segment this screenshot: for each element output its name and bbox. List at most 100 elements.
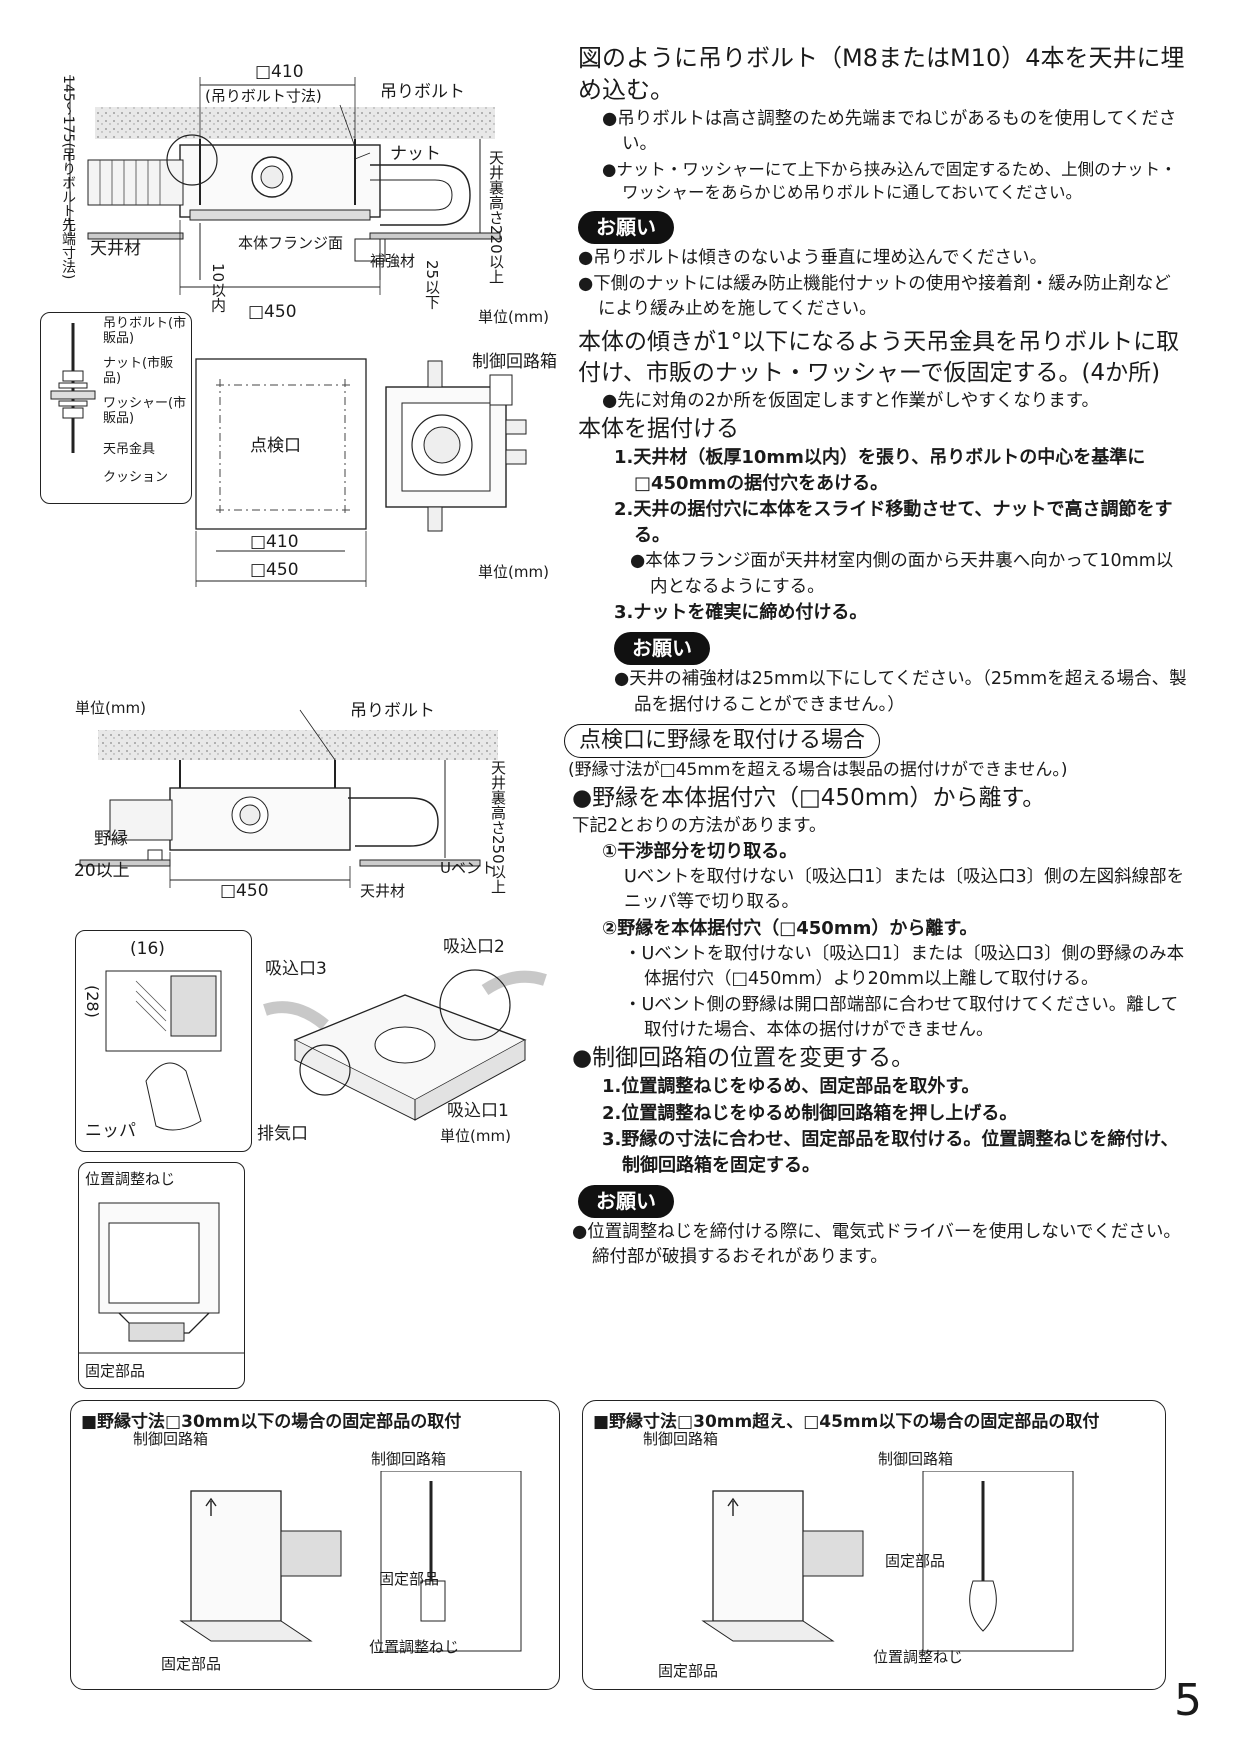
method-note: 下記2とおりの方法があります。 (572, 815, 827, 836)
inlet3-label: 吸込口3 (265, 959, 327, 979)
bolt-label-frame: 吊りボルト (350, 701, 435, 721)
unit-iso: 単位(mm) (440, 1127, 511, 1145)
box-left-fixing2: 固定部品 (379, 1570, 440, 1588)
figure-bolt-section: □410 (吊りボルト寸法) 吊りボルト ナット 天井裏高さ220以上 145～… (40, 55, 560, 335)
change-step-3: 3.野縁の寸法に合わせ、固定部品を取付ける。位置調整ねじを締付け、制御回路箱を固… (602, 1128, 1179, 1176)
unit-label: 単位(mm) (478, 308, 549, 326)
onegai-4: ●位置調整ねじを締付ける際に、電気式ドライバーを使用しないでください。締付部が破… (572, 1221, 1181, 1268)
plan-view-drawing (195, 358, 527, 587)
step-heading-2: 本体の傾きが1°以下になるよう天吊金具を吊りボルトに取付け、市販のナット・ワッシ… (578, 328, 1180, 386)
onegai-3: ●天井の補強材は25mm以下にしてください。（25mmを超える場合、製品を据付け… (614, 669, 1187, 715)
unit-plan: 単位(mm) (478, 563, 549, 581)
ceiling-label-frame: 天井材 (360, 882, 406, 900)
flange-label: 本体フランジ面 (238, 234, 344, 252)
detail-cushion-label: クッション (103, 470, 169, 485)
step-heading-1: 図のように吊りボルト（M8またはM10）4本を天井に埋め込む。 (578, 44, 1185, 105)
bolt-dim-label: (吊りボルト寸法) (205, 87, 322, 105)
step-heading-4: ●野縁を本体据付穴（□450mm）から離す。 (572, 784, 1046, 811)
vertical-dim-label: 145～175(吊りボルト先端寸法) (60, 75, 76, 280)
box-left-title: ■野縁寸法□30mm以下の場合の固定部品の取付 (81, 1412, 462, 1432)
bullet-1: ●吊りボルトは高さ調整のため先端までねじがあるものを使用してください。 (602, 108, 1177, 155)
figure-plan-view: 制御回路箱 点検口 □410 □450 単位(mm) (190, 352, 580, 600)
detail-washer-label: ワッシャー(市販品) (103, 396, 187, 426)
bullet-3: ●先に対角の2か所を仮固定しますと作業がしやすくなります。 (602, 390, 1099, 411)
detail-bolt-label: 吊りボルト(市販品) (103, 316, 187, 346)
method-2-a: ・Uベントを取付けない〔吸込口1〕または〔吸込口3〕側の野縁のみ本体据付穴（□4… (624, 943, 1185, 990)
detail-nut-label: ナット(市販品) (103, 356, 174, 386)
onegai-badge-2: お願い (614, 632, 710, 666)
box-right-fixing2: 固定部品 (885, 1552, 946, 1570)
inspection-label: 点検口 (250, 436, 301, 456)
method-2-b: ・Uベント側の野縁は開口部端部に合わせて取付けてください。離して取付けた場合、本… (624, 994, 1179, 1040)
box-right-screw: 位置調整ねじ (873, 1648, 964, 1666)
section-tag-frame: 点検口に野縁を取付ける場合 (564, 723, 881, 758)
figure-frame-section: 単位(mm) 吊りボルト 天井裏高さ250以上 野縁 20以上 □450 天井材… (60, 700, 560, 900)
onegai-1: ●吊りボルトは傾きのないよう垂直に埋め込んでください。 (578, 248, 1048, 269)
height-label-frame: 天井裏高さ250以上 (489, 760, 507, 894)
bullet-2: ●ナット・ワッシャーにて上下から挟み込んで固定するため、上側のナット・ワッシャー… (602, 159, 1177, 203)
step-heading-5: ●制御回路箱の位置を変更する。 (572, 1045, 915, 1072)
reinforce-label: 補強材 (370, 252, 416, 270)
bolt-label: 吊りボルト (380, 82, 465, 102)
bolt-detail-drawing (50, 323, 96, 453)
bolt-section-drawing (69, 75, 501, 295)
nipper-label: ニッパ (85, 1121, 136, 1141)
onegai-badge-3: お願い (578, 1184, 674, 1218)
figure-adjust-screw: 位置調整ねじ 固定部品 (78, 1162, 245, 1389)
page-number: 5 (1174, 1675, 1202, 1726)
iso-unit-drawing (263, 969, 547, 1121)
box-left-drawing (179, 1471, 522, 1652)
exhaust-label: 排気口 (257, 1124, 308, 1144)
unit-frame: 単位(mm) (75, 699, 146, 717)
ceiling-material-label: 天井材 (90, 239, 141, 259)
substep-3: 3.ナットを確実に締め付ける。 (614, 602, 868, 624)
over20-label: 20以上 (74, 861, 130, 881)
method-1-desc: Uベントを取付けない〔吸込口1〕または〔吸込口3〕側の左図斜線部をニッパ等で切り… (624, 867, 1185, 913)
dim16-label: (16) (130, 939, 165, 959)
box-left-control-box2: 制御回路箱 (371, 1450, 447, 1468)
fixing-label: 固定部品 (85, 1362, 146, 1380)
onegai-badge-1: お願い (578, 211, 674, 245)
box-left-fixing: 固定部品 (161, 1655, 222, 1673)
detail-bracket-label: 天吊金具 (103, 442, 156, 457)
box-right-control-box: 制御回路箱 (643, 1430, 719, 1448)
within10-label: 10以内 (209, 263, 227, 313)
nut-label: ナット (390, 144, 441, 164)
dim-450-frame: □450 (220, 881, 269, 901)
ceiling-height-label: 天井裏高さ220以上 (487, 150, 505, 284)
tag-note: (野縁寸法が□45mmを超える場合は製品の据付けができません。) (568, 759, 1068, 780)
dim-410-plan: □410 (250, 532, 299, 552)
box-right-title: ■野縁寸法□30mm超え、□45mm以下の場合の固定部品の取付 (593, 1412, 1100, 1432)
adjust-screw-label: 位置調整ねじ (85, 1170, 176, 1188)
substep-1: 1.天井材（板厚10mm以内）を張り、吊りボルトの中心を基準に□450mmの据付… (614, 447, 1146, 495)
box-left-fixing: ■野縁寸法□30mm以下の場合の固定部品の取付 制御回路箱 制御回路箱 固定部品… (70, 1400, 560, 1690)
dim28-label: (28) (83, 985, 102, 1018)
inlet1-label: 吸込口1 (447, 1101, 509, 1121)
dim-450-plan: □450 (250, 560, 299, 580)
instructions-column: 図のように吊りボルト（M8またはM10）4本を天井に埋め込む。 ●吊りボルトは高… (564, 42, 1188, 1271)
ubent-label: Uベント (440, 859, 496, 877)
adjust-screw-drawing (79, 1202, 244, 1354)
control-box-label: 制御回路箱 (472, 352, 557, 372)
box-left-control-box: 制御回路箱 (133, 1430, 209, 1448)
box-right-fixing: 固定部品 (658, 1662, 719, 1680)
dim-410: □410 (255, 62, 304, 82)
inlet2-label: 吸込口2 (443, 937, 505, 957)
substep-2-note: ●本体フランジ面が天井材室内側の面から天井裏へ向かって10mm以内となるようにす… (630, 551, 1174, 597)
dim-450: □450 (248, 302, 297, 322)
onegai-2: ●下側のナットには緩み防止機能付ナットの使用や接着剤・緩み防止剤などにより緩み止… (578, 273, 1171, 320)
change-step-2: 2.位置調整ねじをゆるめ制御回路箱を押し上げる。 (602, 1102, 1018, 1124)
nipper-detail-box (75, 930, 252, 1152)
change-step-1: 1.位置調整ねじをゆるめ、固定部品を取外す。 (602, 1076, 980, 1098)
method-1: ①干渉部分を切り取る。 (602, 840, 798, 862)
figure-cut-and-iso: (16) (28) ニッパ 吸込口3 吸込口2 吸込口1 排気口 単位(mm) (75, 930, 555, 1152)
frame-label: 野縁 (94, 829, 128, 849)
nipper-detail-drawing (105, 970, 222, 1131)
frame-section-drawing (79, 709, 498, 888)
box-right-drawing (701, 1471, 1074, 1652)
within25-label: 25以下 (423, 260, 441, 310)
box-left-screw: 位置調整ねじ (369, 1638, 460, 1656)
box-right-fixing: ■野縁寸法□30mm超え、□45mm以下の場合の固定部品の取付 制御回路箱 制御… (582, 1400, 1166, 1690)
step-heading-3: 本体を据付ける (578, 415, 739, 442)
method-2: ②野縁を本体据付穴（□450mm）から離す。 (602, 917, 978, 939)
